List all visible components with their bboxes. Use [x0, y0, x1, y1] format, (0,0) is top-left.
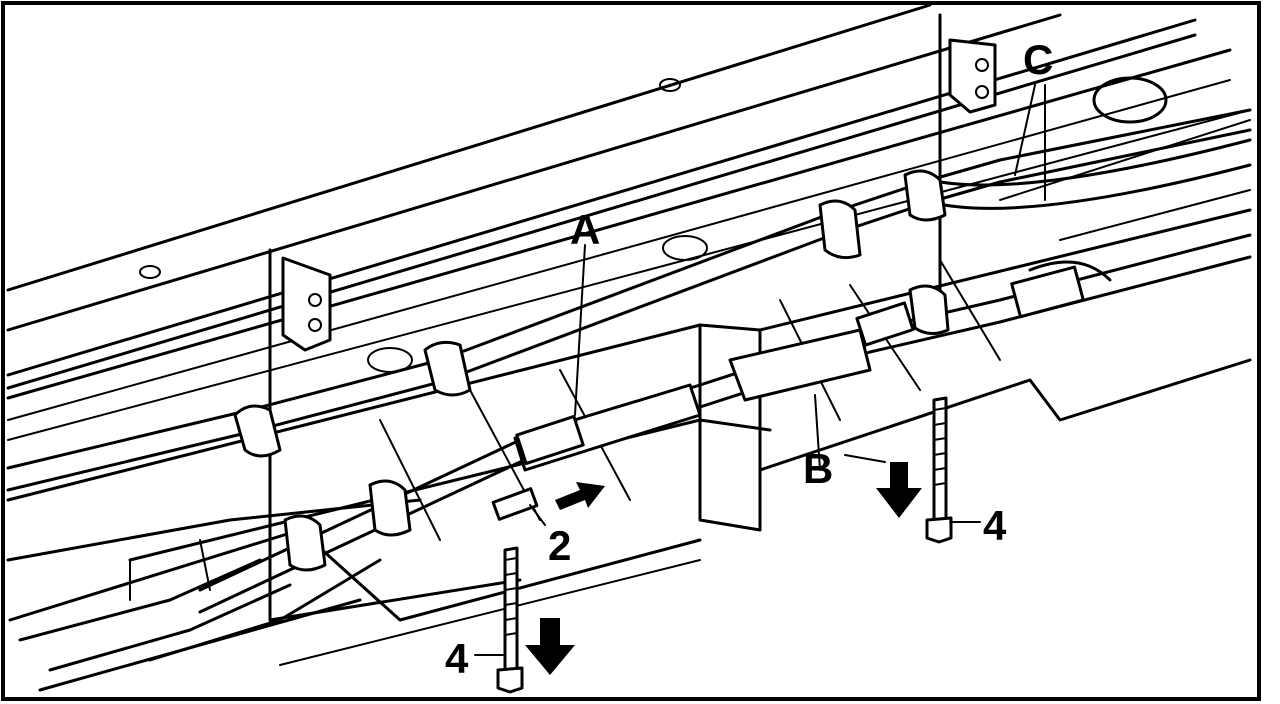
- bolt-right: [925, 396, 953, 544]
- callout-b: B: [803, 445, 833, 492]
- arrow-right-bolt2: [555, 482, 605, 510]
- leader-lines: [474, 84, 1046, 656]
- arrow-down-right: [876, 462, 922, 518]
- clamp-brackets: [233, 13, 1085, 622]
- callout-a: A: [570, 206, 600, 253]
- cable-lower: [6, 498, 422, 672]
- callout-4-left: 4: [445, 635, 469, 682]
- arrow-down-left: [525, 618, 575, 675]
- callout-4-right: 4: [983, 502, 1007, 549]
- bolt-left: [496, 546, 524, 694]
- frame-border: [1, 1, 1261, 701]
- upper-body-rail: [6, 3, 1251, 441]
- callout-c: C: [1023, 36, 1053, 83]
- callout-2: 2: [548, 522, 571, 569]
- floor-panel: [6, 119, 1252, 692]
